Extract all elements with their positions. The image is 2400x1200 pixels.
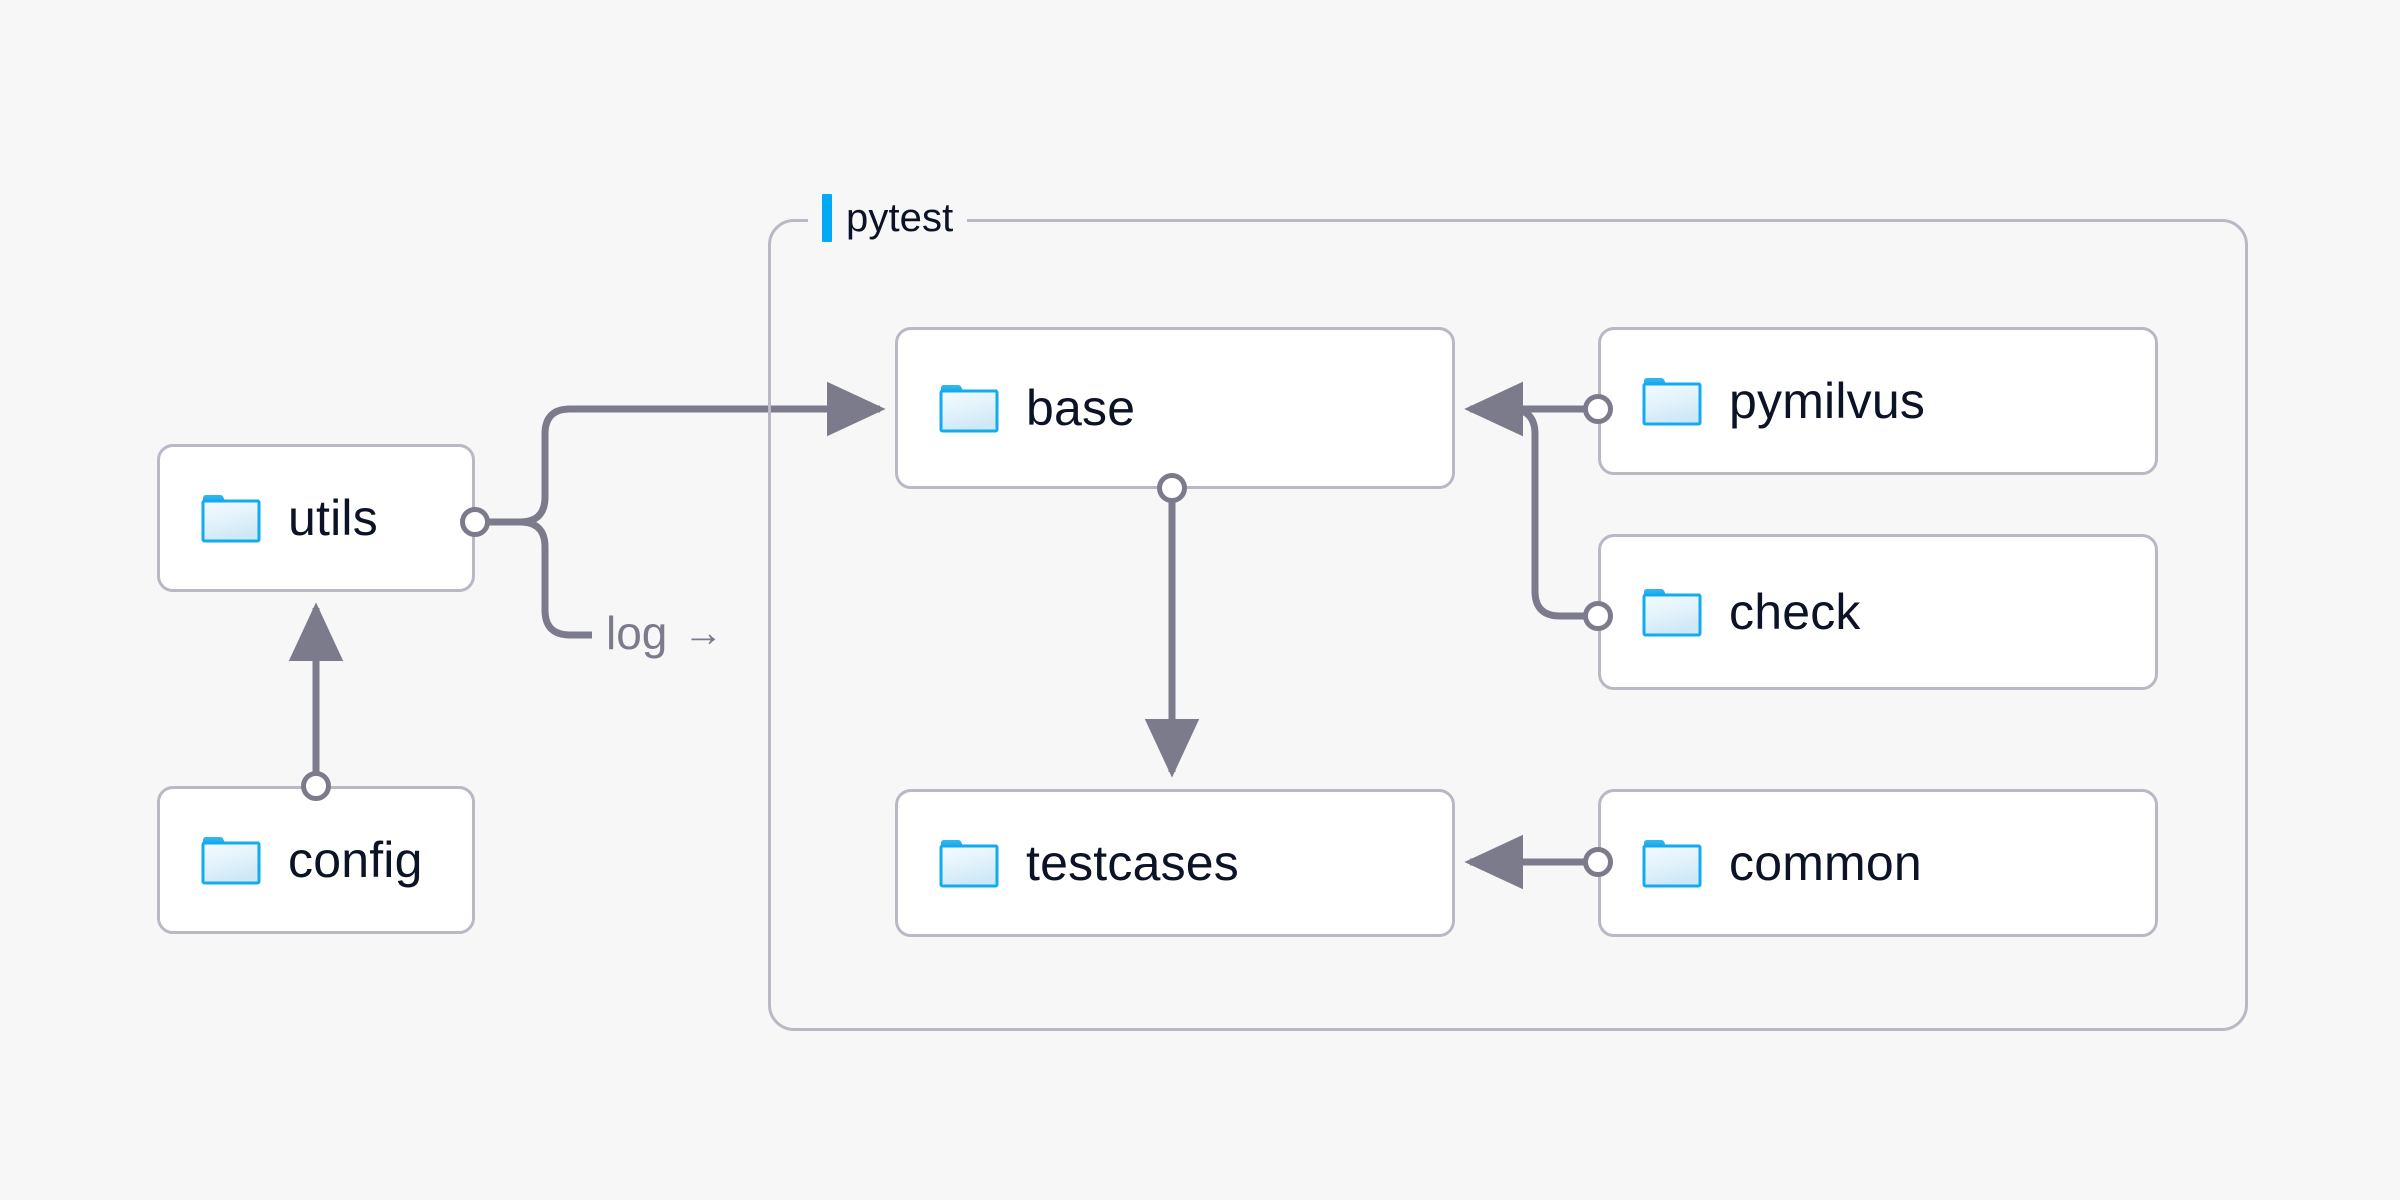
node-testcases-label: testcases: [1026, 835, 1240, 891]
node-check[interactable]: check: [1598, 534, 2158, 690]
folder-icon: [1642, 378, 1702, 426]
node-testcases[interactable]: testcases: [895, 789, 1455, 937]
node-common-label: common: [1729, 835, 1922, 891]
node-config-label: config: [288, 832, 423, 888]
folder-icon: [939, 840, 999, 888]
folder-icon: [201, 837, 261, 885]
node-utils[interactable]: utils: [157, 444, 475, 592]
node-common[interactable]: common: [1598, 789, 2158, 937]
node-base-label: base: [1026, 380, 1136, 436]
port-config-top[interactable]: [301, 771, 331, 801]
group-pytest-label: pytest: [846, 195, 954, 240]
folder-icon: [939, 385, 999, 433]
node-utils-label: utils: [288, 490, 378, 546]
group-pytest-label-wrap: pytest: [808, 188, 968, 248]
port-base-bottom[interactable]: [1157, 473, 1187, 503]
node-pymilvus[interactable]: pymilvus: [1598, 327, 2158, 475]
arrow-right-icon: →: [683, 611, 724, 655]
edge-utils-to-log: [475, 518, 592, 639]
node-pymilvus-label: pymilvus: [1729, 373, 1926, 429]
folder-icon: [201, 495, 261, 543]
port-pymilvus-left[interactable]: [1583, 394, 1613, 424]
node-base[interactable]: base: [895, 327, 1455, 489]
group-pytest[interactable]: [768, 219, 2248, 1031]
port-utils-right[interactable]: [460, 507, 490, 537]
port-check-left[interactable]: [1583, 601, 1613, 631]
folder-icon: [1642, 840, 1702, 888]
edge-label-log: log →: [606, 610, 723, 656]
folder-icon: [1642, 589, 1702, 637]
group-accent-bar: [822, 194, 832, 242]
edge-label-log-text: log: [606, 607, 668, 659]
node-check-label: check: [1729, 584, 1861, 640]
port-common-left[interactable]: [1583, 847, 1613, 877]
node-config[interactable]: config: [157, 786, 475, 934]
